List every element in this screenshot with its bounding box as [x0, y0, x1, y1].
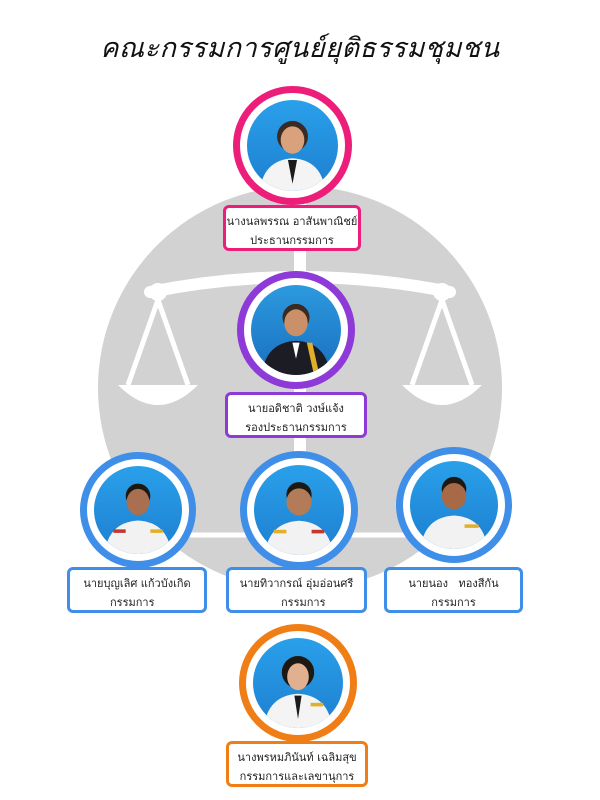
member-name: นางพรหมภินันท์ เฉลิมสุข — [237, 751, 357, 764]
member-name: นายนอง ทองสีกัน — [408, 577, 499, 590]
member-card: นายบุญเลิศ แก้วบังเกิด กรรมการ — [67, 567, 207, 613]
member-name: นางนลพรรณ อาสันพาณิชย์ — [226, 215, 358, 228]
member-name: นายอดิชาติ วงษ์แจ้ง — [248, 402, 344, 415]
member-photo — [396, 447, 512, 563]
member-role: กรรมการและเลขานุการ — [239, 770, 355, 783]
member-photo — [240, 451, 358, 569]
member-photo — [237, 271, 355, 389]
person-portrait-man-icon — [251, 285, 341, 375]
person-portrait-man-icon — [94, 466, 182, 554]
person-portrait-woman-icon — [247, 100, 338, 191]
member-name: นายทิวากรณ์ อุ่มอ่อนศรี — [239, 577, 354, 590]
member-name: นายบุญเลิศ แก้วบังเกิด — [83, 577, 191, 590]
member-role: รองประธานกรรมการ — [245, 421, 347, 434]
member-photo — [239, 624, 357, 742]
person-portrait-man-icon — [410, 461, 498, 549]
page-title: คณะกรรมการศูนย์ยุติธรรมชุมชน — [100, 33, 500, 64]
member-role: กรรมการ — [281, 596, 326, 609]
member-card: นางนลพรรณ อาสันพาณิชย์ ประธานกรรมการ — [223, 205, 361, 251]
member-card: นายอดิชาติ วงษ์แจ้ง รองประธานกรรมการ — [225, 392, 367, 438]
member-photo — [80, 452, 196, 568]
person-portrait-man-icon — [254, 465, 344, 555]
member-role: ประธานกรรมการ — [250, 234, 334, 247]
member-role: กรรมการ — [431, 596, 476, 609]
member-photo — [233, 86, 352, 205]
member-card: นายทิวากรณ์ อุ่มอ่อนศรี กรรมการ — [226, 567, 367, 613]
member-role: กรรมการ — [110, 596, 155, 609]
person-portrait-woman-icon — [253, 638, 343, 728]
member-card: นายนอง ทองสีกัน กรรมการ — [384, 567, 523, 613]
member-card: นางพรหมภินันท์ เฉลิมสุข กรรมการและเลขานุ… — [226, 741, 368, 787]
